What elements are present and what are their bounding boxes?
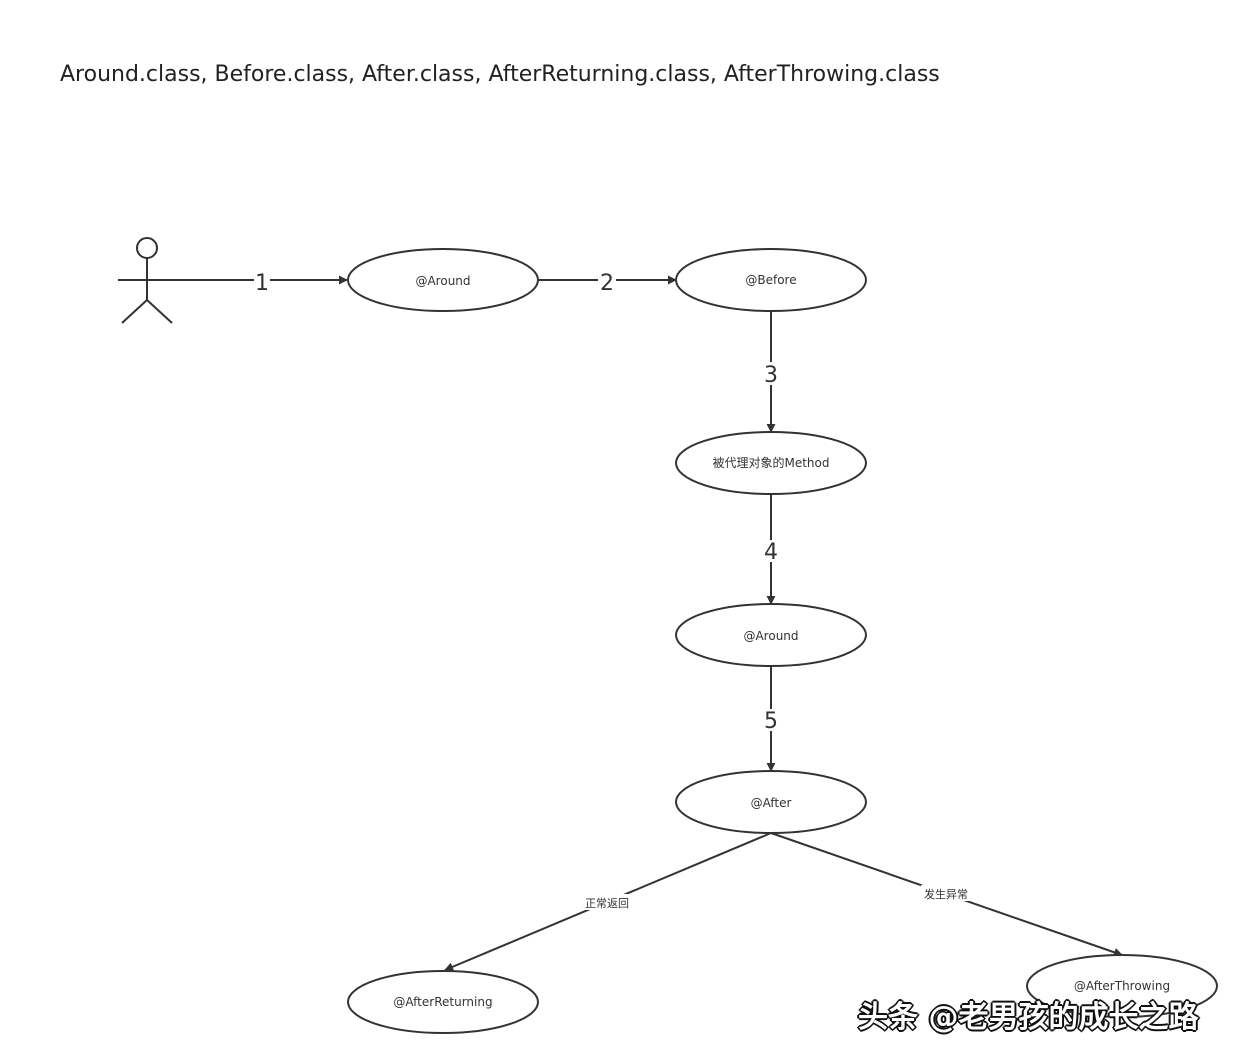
actor-right-leg [146, 299, 173, 324]
node-after-returning-label: @AfterReturning [393, 995, 492, 1009]
actor-figure [118, 237, 176, 324]
step-label-1: 1 [255, 271, 269, 296]
actor-left-leg [121, 299, 148, 324]
node-before: @Before [675, 248, 867, 312]
node-method-label: 被代理对象的Method [712, 455, 829, 470]
exception-label: 发生异常 [924, 887, 968, 901]
node-after: @After [675, 770, 867, 834]
normal-return-label-bg [582, 894, 632, 910]
step-label-2: 2 [600, 271, 614, 296]
node-around-1-shape [347, 248, 539, 312]
node-before-shape [675, 248, 867, 312]
node-after-label: @After [751, 796, 792, 810]
node-after-throwing-shape [1026, 954, 1218, 1018]
node-after-throwing-label: @AfterThrowing [1074, 979, 1170, 993]
node-after-shape [675, 770, 867, 834]
normal-return-label: 正常返回 [585, 897, 629, 910]
watermark-text: 头条 @老男孩的成长之路 [858, 1000, 1199, 1035]
step-label-4: 4 [764, 540, 778, 565]
step-label-5: 5 [764, 709, 778, 734]
node-before-label: @Before [745, 273, 796, 287]
node-around-1-label: @Around [415, 274, 470, 288]
actor-head [136, 237, 158, 259]
edges [176, 275, 1123, 972]
node-around-2: @Around [675, 603, 867, 667]
node-method: 被代理对象的Method [675, 431, 867, 495]
exception-label-bg [921, 885, 971, 901]
node-after-throwing: @AfterThrowing [1026, 954, 1218, 1018]
node-around-2-shape [675, 603, 867, 667]
node-after-returning: @AfterReturning [347, 970, 539, 1034]
node-after-returning-shape [347, 970, 539, 1034]
header-class-list: Around.class, Before.class, After.class,… [60, 62, 940, 87]
node-around-1: @Around [347, 248, 539, 312]
step-label-3: 3 [764, 363, 778, 388]
node-method-shape [675, 431, 867, 495]
node-around-2-label: @Around [743, 629, 798, 643]
